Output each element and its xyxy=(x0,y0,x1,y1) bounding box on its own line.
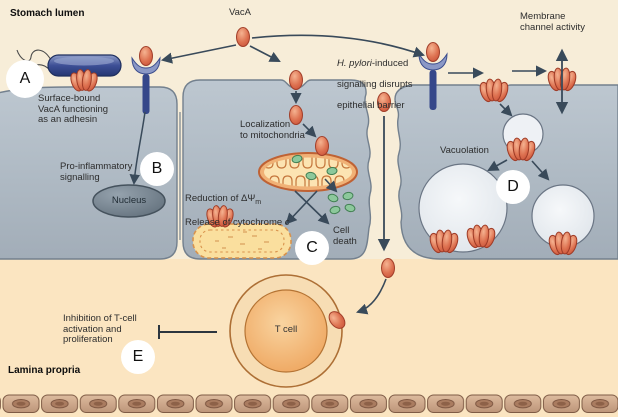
arrow-vaca-to-receptor1 xyxy=(160,44,237,64)
region-label-stomach-lumen: Stomach lumen xyxy=(10,8,85,19)
h-pylori-signalling-label: H. pylori-induced signalling disrupts ep… xyxy=(337,57,413,111)
inhibition-label: Inhibition of T-cell activation and prol… xyxy=(63,313,137,345)
surface-bound-label: Surface-bound VacA functioning as an adh… xyxy=(38,93,109,125)
vacuolation-label: Vacuolation xyxy=(440,145,489,156)
arrow-receptor-to-nucleus xyxy=(129,111,146,185)
nucleus-label: Nucleus xyxy=(111,195,147,206)
vaca-paracellular-bottom xyxy=(381,258,395,278)
arrow-to-t-cell xyxy=(356,278,387,315)
arrow-to-dying-cell xyxy=(285,190,318,225)
marker-b: B xyxy=(140,152,174,186)
cell-death-label: Cell death xyxy=(333,225,357,247)
membrane-channel-label: Membrane channel activity xyxy=(520,11,585,33)
arrow-cytochrome-release xyxy=(324,178,338,193)
vaca-entering-cell xyxy=(289,70,303,90)
t-cell xyxy=(229,274,343,388)
arrow-vaca-to-cell2 xyxy=(249,45,281,62)
pro-inflammatory-label: Pro-inflammatory signalling xyxy=(60,161,133,183)
arrow-to-vacuole-1 xyxy=(487,159,508,172)
reduction-release-label: Reduction of ΔΨm Release of cytochrome c xyxy=(185,192,290,229)
arrows xyxy=(129,34,569,315)
arrow-to-cell-death xyxy=(294,190,330,225)
cytochrome-c-released xyxy=(327,191,356,215)
dying-cell xyxy=(192,223,292,259)
arrow-to-vacuole-2 xyxy=(531,160,550,181)
vaca-on-receptor-1 xyxy=(139,46,153,66)
localization-label: Localization to mitochondria xyxy=(240,119,305,141)
t-cell-label: T cell xyxy=(274,324,298,335)
nucleus xyxy=(92,184,166,218)
vaca-label: VacA xyxy=(229,7,252,18)
basement-cell-row xyxy=(0,394,618,414)
region-label-lamina-propria: Lamina propria xyxy=(8,365,81,376)
bacterium-h-pylori xyxy=(47,54,122,77)
vaca-monomer-lumen xyxy=(236,27,250,47)
marker-a: A xyxy=(6,60,44,98)
marker-d: D xyxy=(496,170,530,204)
vaca-on-mitochondrion xyxy=(315,136,329,156)
marker-c: C xyxy=(295,231,329,265)
marker-e: E xyxy=(121,340,155,374)
vaca-on-receptor-2 xyxy=(426,42,440,62)
arrow-to-endosome xyxy=(499,103,513,117)
arrow-vaca-to-receptor2 xyxy=(251,34,425,58)
inhibition-bar xyxy=(158,325,217,339)
cytochrome-c-inside xyxy=(291,154,338,181)
